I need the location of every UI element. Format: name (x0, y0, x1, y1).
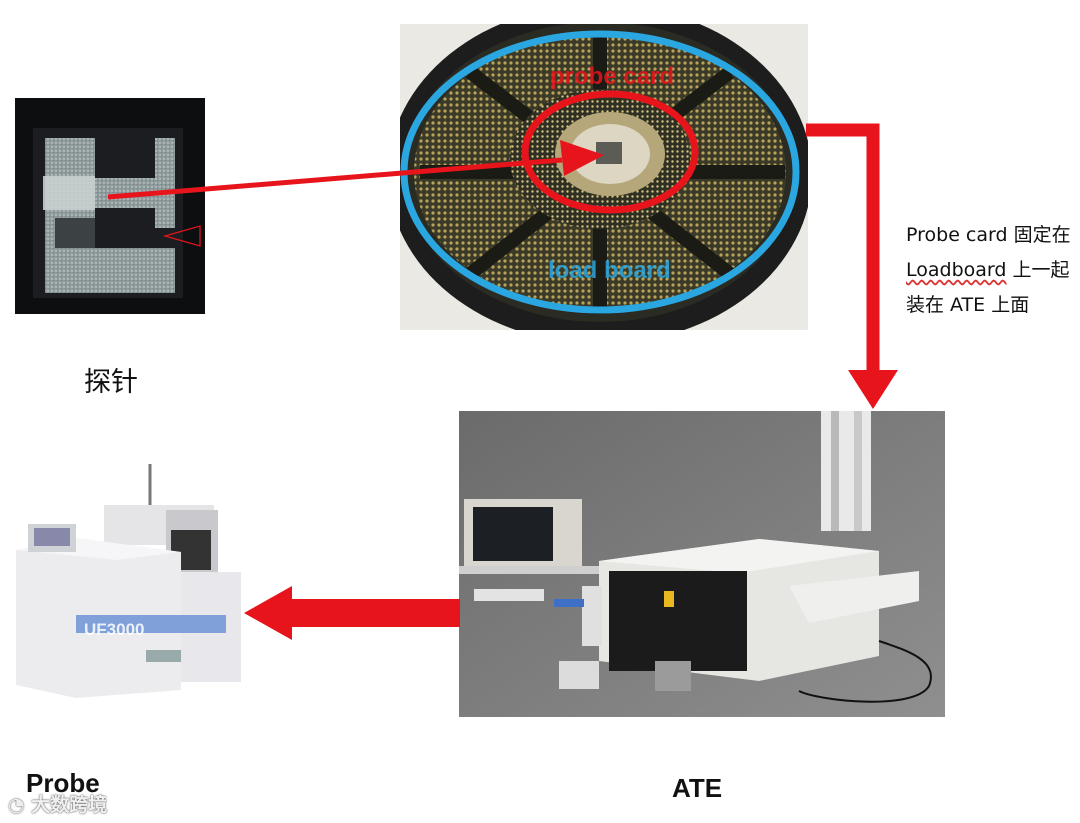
note-prefix: Probe card 固定在 (906, 224, 1071, 246)
needle-label: 探针 (84, 360, 138, 399)
needle-to-probecard-arrow (108, 140, 604, 197)
watermark-logo-icon: ◔ (8, 794, 25, 816)
note-loadboard: Loadboard (906, 259, 1006, 281)
ate-to-prober-arrow (244, 586, 460, 640)
ate-label: ATE (672, 773, 722, 804)
watermark: ◔ 大数跨境 (8, 790, 107, 817)
probecard-to-ate-arrow (806, 130, 898, 409)
probe-card-note: Probe card 固定在 Loadboard 上一起装在 ATE 上面 (906, 218, 1080, 323)
watermark-text: 大数跨境 (31, 794, 107, 816)
